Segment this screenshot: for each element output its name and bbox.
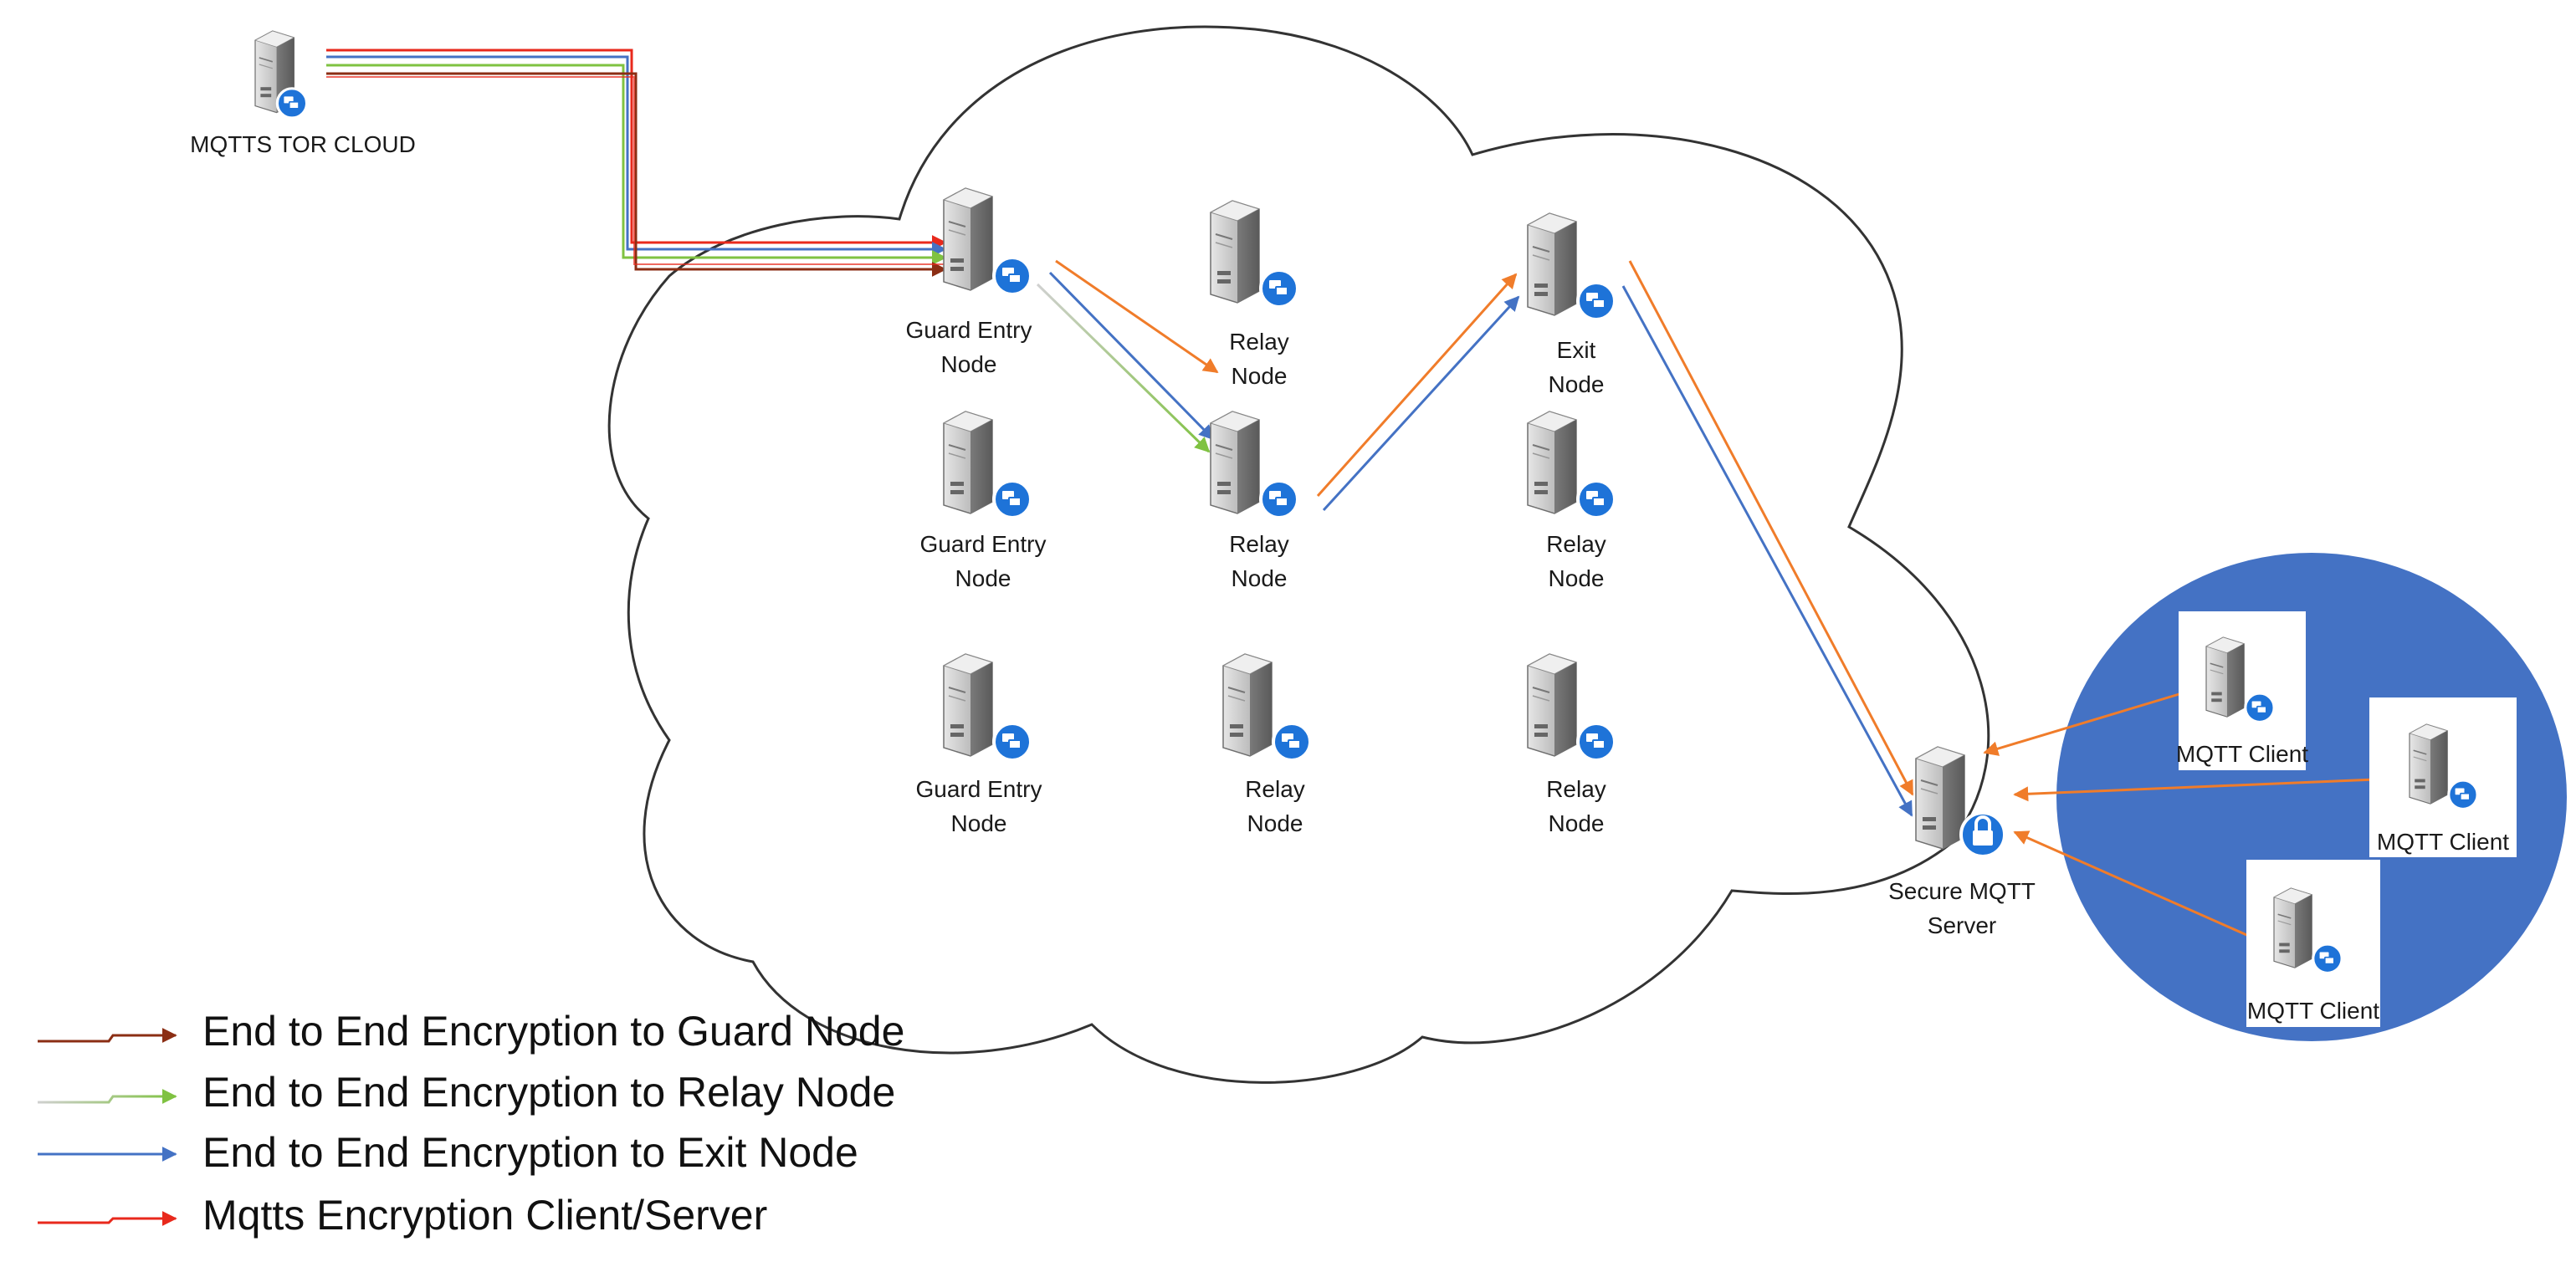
secure-mqtt-server[interactable]: Secure MQTT Server: [1888, 746, 2036, 938]
legend-label: End to End Encryption to Guard Node: [202, 1008, 904, 1055]
node-label: Relay: [1245, 776, 1305, 802]
tor-cloud: [607, 25, 1990, 1084]
guard-entry-node[interactable]: Guard Entry Node: [916, 653, 1042, 836]
guard-entry-node[interactable]: Guard Entry Node: [920, 411, 1047, 591]
node-label: Node: [1549, 565, 1605, 591]
exit-to-server-links: [1621, 260, 1914, 817]
server-label: Secure MQTT: [1888, 878, 2036, 904]
node-label: Relay: [1546, 531, 1606, 557]
client-label: MQTT Client: [2247, 998, 2379, 1024]
client-label: MQTT Client: [2176, 741, 2308, 767]
node-label: Node: [941, 351, 997, 377]
mqtt-client[interactable]: MQTT Client: [2176, 611, 2308, 770]
server-icon: [254, 30, 309, 120]
legend: End to End Encryption to Guard Node End …: [38, 1008, 904, 1239]
node-label: Guard Entry: [920, 531, 1047, 557]
relay-node[interactable]: Relay Node: [1527, 411, 1616, 591]
source-label: MQTTS TOR CLOUD: [190, 131, 416, 157]
legend-item-exit: End to End Encryption to Exit Node: [38, 1129, 858, 1176]
node-label: Relay: [1229, 531, 1289, 557]
guard-to-relay-links: [1036, 259, 1219, 453]
node-label: Guard Entry: [916, 776, 1042, 802]
guard-entry-node[interactable]: Guard Entry Node: [906, 187, 1032, 377]
node-label: Node: [1549, 371, 1605, 397]
node-label: Relay: [1229, 329, 1289, 355]
node-label: Node: [1232, 565, 1288, 591]
node-label: Node: [955, 565, 1011, 591]
server-label: Server: [1928, 912, 1996, 938]
exit-node[interactable]: Exit Node: [1527, 212, 1616, 397]
node-label: Node: [1549, 810, 1605, 836]
relay-node[interactable]: Relay Node: [1210, 411, 1299, 591]
node-label: Guard Entry: [906, 317, 1032, 343]
client-label: MQTT Client: [2377, 829, 2509, 855]
source-server[interactable]: MQTTS TOR CLOUD: [190, 30, 416, 157]
node-label: Node: [1232, 363, 1288, 389]
legend-label: Mqtts Encryption Client/Server: [202, 1192, 767, 1239]
legend-item-client-server: Mqtts Encryption Client/Server: [38, 1192, 767, 1239]
legend-item-guard: End to End Encryption to Guard Node: [38, 1008, 904, 1055]
node-label: Exit: [1557, 337, 1596, 363]
legend-label: End to End Encryption to Relay Node: [202, 1069, 895, 1116]
node-label: Node: [951, 810, 1007, 836]
secure-server-icon: [1915, 746, 2006, 858]
legend-label: End to End Encryption to Exit Node: [202, 1129, 858, 1176]
relay-node[interactable]: Relay Node: [1210, 200, 1299, 389]
client-to-server-links: [1983, 687, 2377, 938]
legend-item-relay: End to End Encryption to Relay Node: [38, 1069, 895, 1116]
source-links: [326, 49, 947, 277]
mqtt-client[interactable]: MQTT Client: [2246, 860, 2380, 1027]
relay-to-exit-links: [1316, 273, 1520, 512]
node-label: Relay: [1546, 776, 1606, 802]
node-label: Node: [1247, 810, 1303, 836]
relay-node[interactable]: Relay Node: [1527, 653, 1616, 836]
mqtt-client[interactable]: MQTT Client: [2369, 697, 2517, 857]
relay-node[interactable]: Relay Node: [1222, 653, 1312, 836]
